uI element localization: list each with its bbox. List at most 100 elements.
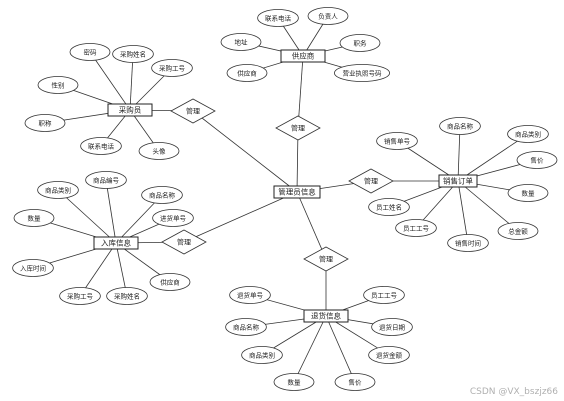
attribute-supplier-3: 职务: [339, 34, 381, 52]
relationship-r_sales: 管理: [348, 168, 394, 194]
attribute-label: 供应商: [160, 277, 180, 286]
attribute-stockin-2: 商品名称: [141, 186, 183, 204]
relationship-r_returns: 管理: [303, 246, 349, 272]
attribute-label: 采购工号: [67, 291, 94, 300]
relationship-label: 管理: [364, 177, 378, 186]
relationship-r_supplier: 管理: [275, 115, 321, 141]
attribute-label: 商品编号: [93, 175, 120, 184]
relationship-r_buyer: 管理: [170, 98, 216, 124]
attribute-label: 负责人: [318, 11, 338, 20]
entity-label: 供应商: [292, 51, 315, 61]
attribute-label: 营业执照号码: [343, 68, 383, 77]
attribute-label: 销售单号: [384, 136, 411, 145]
entity-stockin: 入库信息: [93, 236, 139, 250]
attribute-label: 联系电话: [88, 141, 115, 150]
attribute-returns-5: 退货金额: [368, 346, 410, 364]
attribute-label: 采购工号: [159, 63, 186, 72]
entity-buyer: 采购员: [107, 103, 153, 117]
attribute-label: 售价: [349, 377, 363, 386]
attribute-returns-2: 商品名称: [225, 318, 267, 336]
attribute-label: 联系电话: [265, 13, 292, 22]
entity-returns: 退货信息: [303, 309, 349, 323]
attribute-buyer-2: 采购工号: [151, 59, 193, 77]
relationship-label: 管理: [186, 107, 200, 116]
attribute-buyer-3: 性别: [37, 76, 79, 94]
attribute-sales-5: 总金额: [497, 222, 539, 240]
attribute-returns-1: 员工工号: [363, 286, 405, 304]
attribute-buyer-0: 密码: [69, 43, 111, 61]
attribute-stockin-7: 采购姓名: [106, 287, 148, 305]
attribute-sales-3: 售价: [516, 151, 558, 169]
attribute-supplier-2: 地址: [220, 33, 262, 51]
attribute-label: 商品类别: [249, 350, 275, 359]
attribute-supplier-1: 负责人: [307, 7, 349, 25]
attribute-stockin-4: 进货单号: [152, 209, 194, 227]
attribute-supplier-5: 营业执照号码: [333, 64, 390, 82]
relationship-label: 管理: [291, 124, 305, 133]
attribute-stockin-0: 商品编号: [85, 171, 127, 189]
attribute-stockin-1: 商品类别: [37, 181, 79, 199]
attribute-sales-8: 员工姓名: [368, 198, 410, 216]
relationship-label: 管理: [177, 238, 191, 247]
attribute-label: 数量: [522, 188, 536, 197]
attribute-returns-4: 商品类别: [241, 346, 283, 364]
attribute-label: 退货单号: [237, 290, 264, 299]
attribute-returns-3: 退货日期: [371, 318, 413, 336]
entity-sales: 销售订单: [438, 174, 478, 188]
attribute-label: 供应商: [237, 68, 257, 77]
entity-label: 采购员: [119, 105, 142, 115]
attribute-label: 商品名称: [149, 190, 176, 199]
attribute-supplier-0: 联系电话: [257, 9, 299, 27]
attribute-sales-7: 员工工号: [395, 219, 437, 237]
attribute-label: 采购姓名: [114, 291, 140, 300]
attribute-label: 性别: [52, 80, 65, 89]
attribute-label: 职务: [354, 38, 368, 47]
attribute-buyer-4: 职称: [24, 114, 66, 132]
attribute-sales-2: 商品类别: [507, 125, 549, 143]
attribute-label: 退货日期: [379, 322, 406, 331]
attribute-label: 员工姓名: [376, 202, 402, 211]
relationship-label: 管理: [319, 255, 333, 264]
entity-admin: 管理员信息: [273, 185, 321, 199]
attribute-returns-7: 售价: [334, 373, 376, 391]
attribute-label: 销售时间: [455, 238, 481, 247]
attribute-label: 员工工号: [403, 224, 430, 232]
watermark-text: CSDN @VX_bszjz66: [469, 387, 558, 397]
attribute-buyer-1: 采购姓名: [112, 45, 154, 63]
attribute-label: 商品类别: [515, 129, 541, 138]
attribute-label: 员工工号: [371, 291, 398, 299]
attribute-supplier-4: 供应商: [226, 64, 268, 82]
attribute-sales-1: 商品名称: [439, 117, 481, 135]
entity-label: 退货信息: [311, 311, 341, 321]
entity-label: 管理员信息: [278, 187, 316, 197]
attribute-label: 入库时间: [20, 263, 46, 272]
attribute-label: 数量: [288, 377, 302, 386]
attribute-label: 总金额: [508, 226, 528, 235]
attribute-stockin-6: 采购工号: [59, 287, 101, 305]
attribute-returns-6: 数量: [273, 373, 315, 391]
entity-label: 销售订单: [443, 176, 473, 186]
attribute-stockin-8: 供应商: [149, 273, 191, 291]
attribute-returns-0: 退货单号: [229, 286, 271, 304]
attribute-label: 商品名称: [447, 121, 474, 130]
relationship-r_stockin: 管理: [161, 229, 207, 255]
attribute-stockin-3: 数量: [13, 209, 55, 227]
attribute-label: 商品类别: [45, 185, 71, 194]
attribute-label: 职称: [39, 118, 53, 127]
attribute-label: 地址: [235, 37, 249, 46]
attribute-label: 售价: [531, 155, 545, 164]
attribute-label: 进货单号: [160, 213, 187, 222]
attribute-buyer-6: 头像: [138, 142, 180, 160]
attribute-sales-6: 销售时间: [447, 234, 489, 252]
entity-supplier: 供应商: [280, 49, 326, 63]
attribute-buyer-5: 联系电话: [80, 137, 122, 155]
attribute-label: 头像: [153, 146, 167, 155]
attribute-label: 数量: [28, 213, 42, 222]
attribute-label: 采购姓名: [120, 49, 146, 58]
attribute-stockin-5: 入库时间: [12, 259, 54, 277]
attribute-label: 退货金额: [376, 350, 403, 359]
attribute-label: 密码: [84, 47, 98, 56]
attribute-sales-4: 数量: [507, 184, 549, 202]
